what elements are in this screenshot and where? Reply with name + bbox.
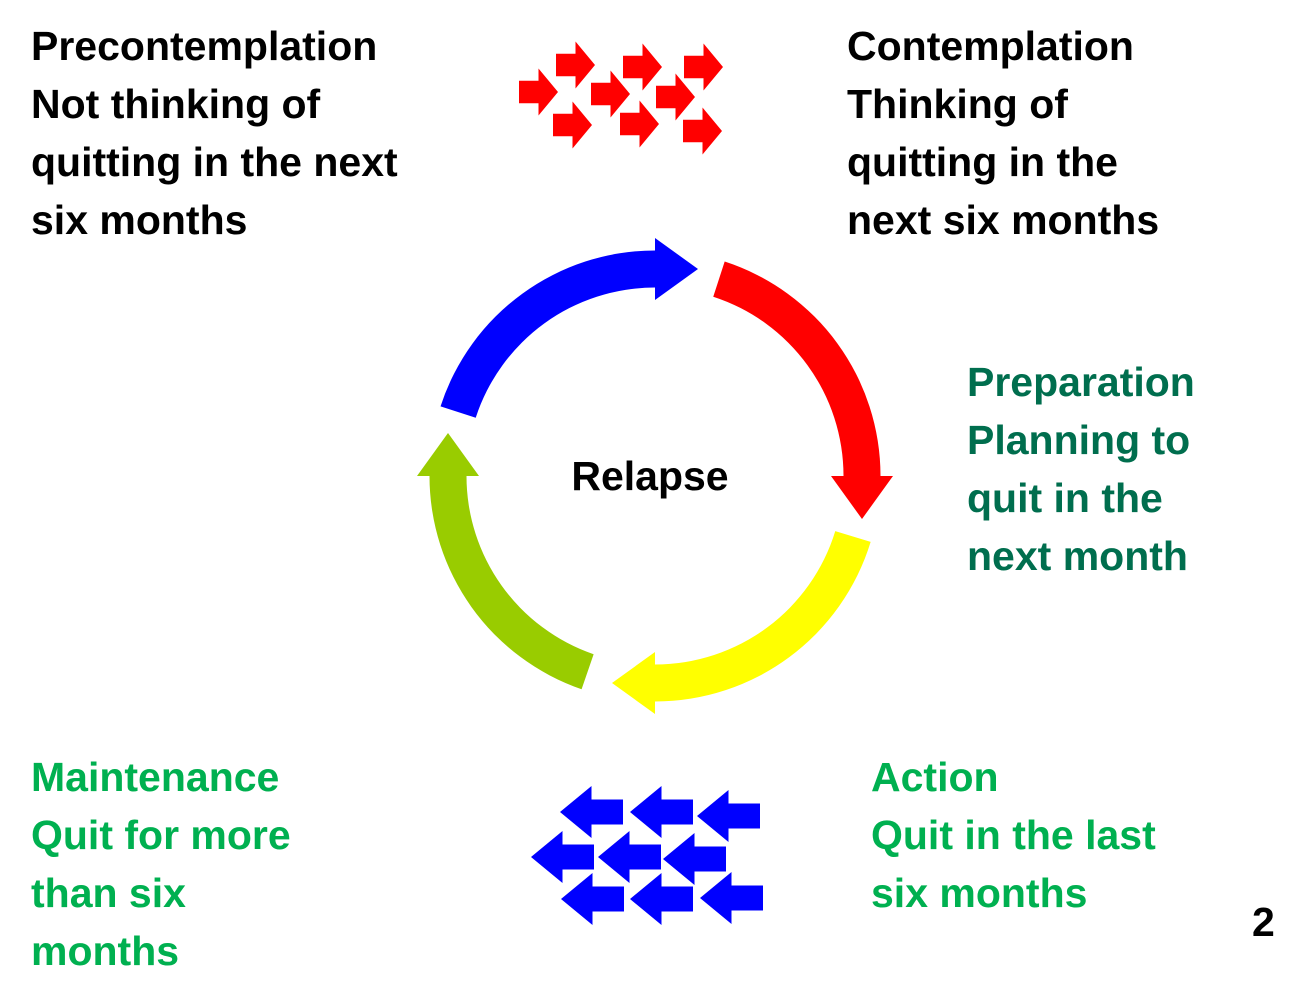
right-arrow-icon <box>620 100 659 148</box>
right-arrow-icon <box>623 43 662 91</box>
left-arrow-icon <box>630 873 693 925</box>
right-arrow-icon <box>591 70 630 118</box>
left-arrow-icon <box>560 786 623 838</box>
maintenance-text: Maintenance Quit for more than six month… <box>31 748 291 980</box>
yellow-cycle-arrow <box>612 531 871 714</box>
contemplation-desc-3: next six months <box>847 197 1160 243</box>
relapse-label: Relapse <box>571 453 729 499</box>
right-arrow-icon <box>656 73 695 121</box>
left-arrow-icon <box>531 831 594 883</box>
action-desc-1: Quit in the last <box>871 812 1156 858</box>
left-arrow-icon <box>630 786 693 838</box>
precontemplation-desc-3: six months <box>31 197 248 243</box>
preparation-title: Preparation <box>967 359 1195 405</box>
maintenance-desc-2: than six <box>31 870 186 916</box>
precontemplation-title: Precontemplation <box>31 23 378 69</box>
right-arrow-icon <box>556 41 595 89</box>
right-arrow-icon <box>684 43 723 91</box>
right-arrow-icon <box>553 101 592 149</box>
preparation-text: Preparation Planning to quit in the next… <box>967 353 1195 585</box>
backward-arrows-cluster <box>531 786 763 925</box>
red-cycle-arrow <box>713 261 893 519</box>
page-number: 2 <box>1252 899 1275 945</box>
action-desc-2: six months <box>871 870 1088 916</box>
precontemplation-text: Precontemplation Not thinking of quittin… <box>31 17 398 249</box>
maintenance-title: Maintenance <box>31 754 280 800</box>
right-arrow-icon <box>519 68 558 116</box>
maintenance-desc-1: Quit for more <box>31 812 291 858</box>
forward-arrows-cluster <box>519 41 723 155</box>
right-arrow-icon <box>683 107 722 155</box>
precontemplation-desc-1: Not thinking of <box>31 81 321 127</box>
precontemplation-desc-2: quitting in the next <box>31 139 398 185</box>
contemplation-text: Contemplation Thinking of quitting in th… <box>847 17 1159 249</box>
contemplation-desc-1: Thinking of <box>847 81 1068 127</box>
contemplation-title: Contemplation <box>847 23 1134 69</box>
preparation-desc-3: next month <box>967 533 1188 579</box>
preparation-desc-1: Planning to <box>967 417 1191 463</box>
contemplation-desc-2: quitting in the <box>847 139 1118 185</box>
left-arrow-icon <box>700 872 763 924</box>
preparation-desc-2: quit in the <box>967 475 1163 521</box>
left-arrow-icon <box>561 873 624 925</box>
left-arrow-icon <box>697 790 760 842</box>
left-arrow-icon <box>598 831 661 883</box>
action-text: Action Quit in the last six months <box>871 748 1156 922</box>
maintenance-desc-3: months <box>31 928 180 974</box>
blue-cycle-arrow <box>440 238 698 418</box>
left-arrow-icon <box>663 833 726 885</box>
green-cycle-arrow <box>417 433 594 690</box>
action-title: Action <box>871 754 999 800</box>
